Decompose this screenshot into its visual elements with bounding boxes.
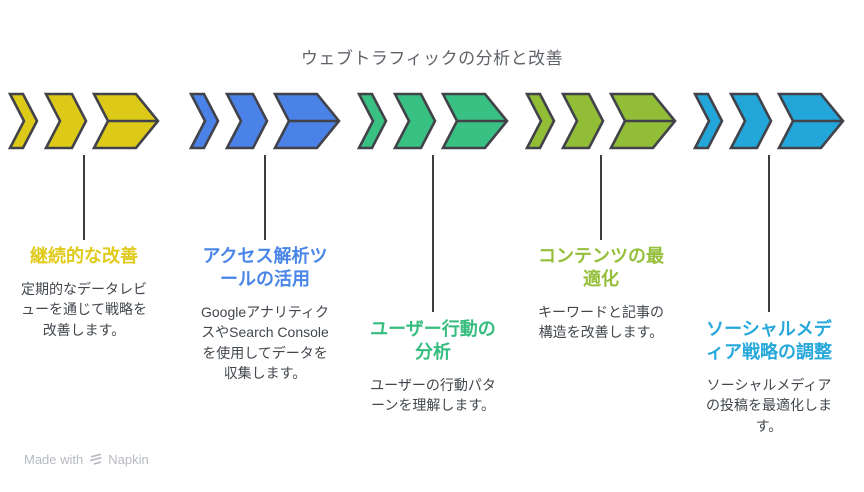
step-textblock: ユーザー行動の 分析 ユーザーの行動パタ ーンを理解します。 bbox=[353, 318, 513, 416]
step-description: 定期的なデータレビ ューを通じて戦略を 改善します。 bbox=[21, 281, 147, 338]
step-heading: ユーザー行動の 分析 bbox=[370, 319, 496, 363]
chevron-small bbox=[189, 92, 220, 150]
connector-line bbox=[83, 155, 85, 240]
flow-step-4: ソーシャルメデ ィア戦略の調整 ソーシャルメディア の投稿を最適化しま す。 bbox=[685, 92, 853, 472]
flow-step-2: ユーザー行動の 分析 ユーザーの行動パタ ーンを理解します。 bbox=[349, 92, 517, 472]
chevron-arrows-icon bbox=[693, 92, 845, 150]
chevron-arrows-icon bbox=[357, 92, 509, 150]
step-heading: コンテンツの最 適化 bbox=[538, 246, 664, 290]
connector-line bbox=[600, 155, 602, 240]
step-description: ユーザーの行動パタ ーンを理解します。 bbox=[370, 377, 496, 414]
step-textblock: アクセス解析ツ ールの活用 Googleアナリティク スやSearch Cons… bbox=[185, 245, 345, 383]
flow-step-5: 継続的な改善 定期的なデータレビ ューを通じて戦略を 改善します。 bbox=[0, 92, 168, 472]
napkin-logo-icon bbox=[90, 453, 102, 465]
diagram-title: ウェブトラフィックの分析と改善 bbox=[300, 49, 564, 68]
step-heading: 継続的な改善 bbox=[30, 246, 138, 266]
watermark-prefix: Made with bbox=[24, 452, 84, 467]
flow-step-1: アクセス解析ツ ールの活用 Googleアナリティク スやSearch Cons… bbox=[181, 92, 349, 472]
made-with-napkin-link[interactable]: Made with Napkin bbox=[24, 452, 149, 467]
chevron-medium bbox=[560, 92, 605, 150]
chevron-medium bbox=[43, 92, 88, 150]
chevron-small bbox=[693, 92, 724, 150]
step-textblock: コンテンツの最 適化 キーワードと記事の 構造を改善します。 bbox=[521, 245, 681, 343]
step-heading: アクセス解析ツ ールの活用 bbox=[202, 246, 328, 290]
step-description: キーワードと記事の 構造を改善します。 bbox=[538, 304, 664, 341]
connector-line bbox=[768, 155, 770, 312]
step-textblock: ソーシャルメデ ィア戦略の調整 ソーシャルメディア の投稿を最適化しま す。 bbox=[689, 318, 849, 436]
chevron-arrows-icon bbox=[525, 92, 677, 150]
connector-line bbox=[264, 155, 266, 240]
chevron-arrows-icon bbox=[8, 92, 160, 150]
step-description: ソーシャルメディア の投稿を最適化しま す。 bbox=[706, 377, 832, 434]
step-textblock: 継続的な改善 定期的なデータレビ ューを通じて戦略を 改善します。 bbox=[4, 245, 164, 340]
chevron-medium bbox=[728, 92, 773, 150]
chevron-medium bbox=[392, 92, 437, 150]
step-heading: ソーシャルメデ ィア戦略の調整 bbox=[706, 319, 832, 363]
chevron-small bbox=[357, 92, 388, 150]
chevron-medium bbox=[224, 92, 269, 150]
watermark-brand: Napkin bbox=[108, 452, 149, 467]
chevron-small bbox=[525, 92, 556, 150]
connector-line bbox=[432, 155, 434, 312]
chevron-arrows-icon bbox=[189, 92, 341, 150]
flow-step-3: コンテンツの最 適化 キーワードと記事の 構造を改善します。 bbox=[517, 92, 685, 472]
step-description: Googleアナリティク スやSearch Console を使用してデータを … bbox=[200, 304, 330, 381]
chevron-small bbox=[8, 92, 39, 150]
